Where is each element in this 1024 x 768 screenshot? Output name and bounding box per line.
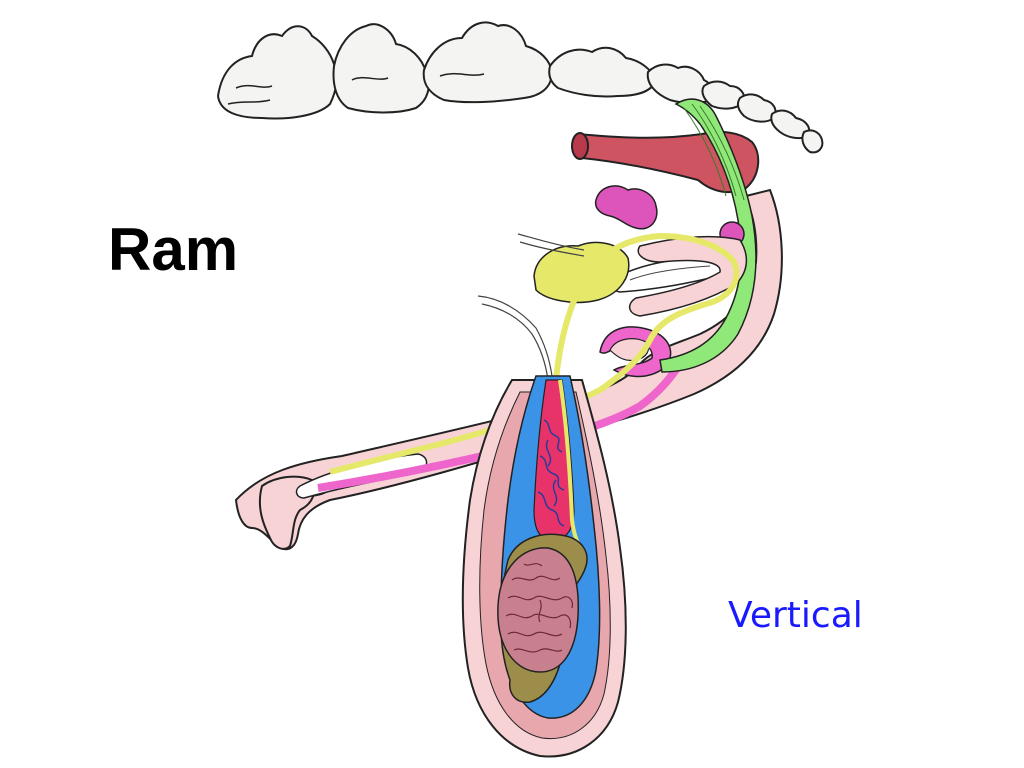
vesicular-gland xyxy=(594,185,658,230)
pelvic-urethra xyxy=(628,235,748,317)
ampulla-detail xyxy=(629,265,711,281)
accessory-glands xyxy=(594,185,748,317)
rectum-opening xyxy=(571,132,589,160)
orientation-label: Vertical xyxy=(728,595,863,636)
rectum xyxy=(571,131,760,194)
ductus-deferens-tube xyxy=(329,232,740,475)
ductus-deferens xyxy=(329,232,740,475)
pampiniform-plexus xyxy=(537,419,565,527)
ureter-lines xyxy=(477,233,585,381)
scrotum xyxy=(461,375,627,758)
retractor-penis-muscle xyxy=(659,98,757,373)
seminiferous-tubules xyxy=(505,563,573,653)
vertebra-detail xyxy=(227,72,485,105)
testis xyxy=(497,547,579,673)
page-title: Ram xyxy=(108,216,239,283)
rectum-body xyxy=(576,131,760,194)
retractor-muscle-band xyxy=(659,98,757,373)
vertebra-7 xyxy=(736,93,777,123)
vertebra-4 xyxy=(548,46,658,98)
vertebra-1 xyxy=(216,25,338,120)
vertebral-column xyxy=(216,21,824,154)
vertebra-2 xyxy=(332,23,430,114)
vertebra-9 xyxy=(801,129,824,154)
vertebra-3 xyxy=(422,21,554,104)
retractor-muscle-fibers xyxy=(683,103,745,201)
